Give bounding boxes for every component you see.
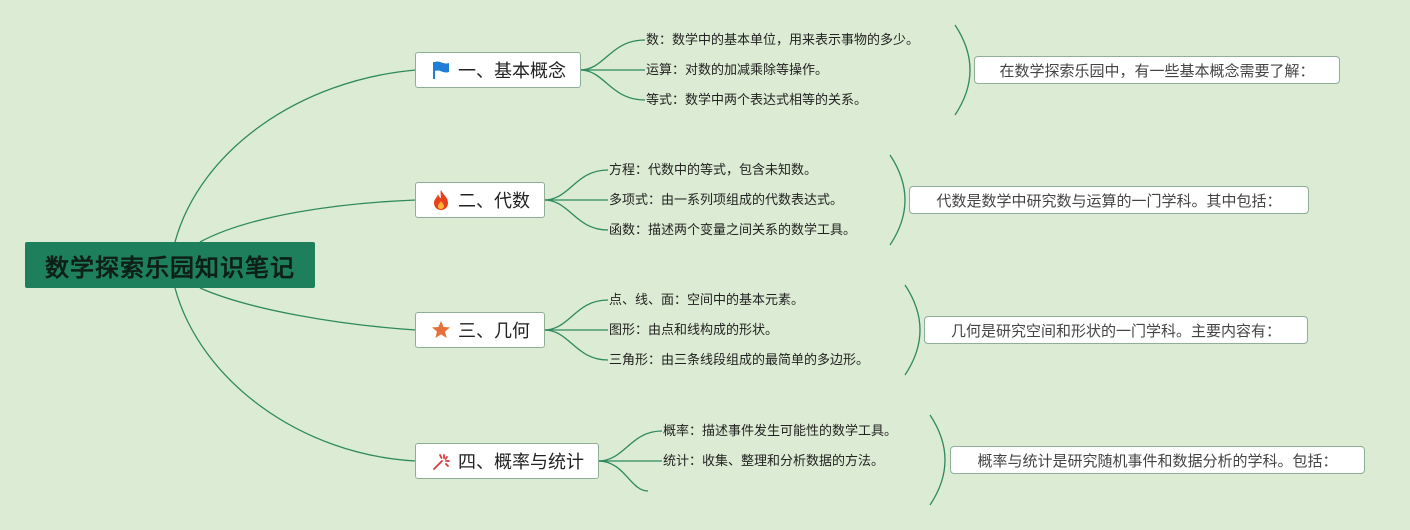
leaf-item[interactable]: 运算：对数的加减乘除等操作。 [646,63,829,78]
leaf-item[interactable]: 方程：代数中的等式，包含未知数。 [609,163,818,178]
branch-basic-concepts[interactable]: 一、基本概念 [415,52,581,88]
star-icon [430,319,452,341]
connector-b3-leaf-3 [543,329,609,361]
connector-root-branch-4 [174,287,417,462]
summary-text: 代数是数学中研究数与运算的一门学科。其中包括： [936,191,1282,210]
summary-text: 概率与统计是研究随机事件和数据分析的学科。包括： [977,451,1338,470]
fireworks-icon [430,450,452,472]
connector-b3-leaf-1 [543,299,609,331]
bracket-b1 [954,24,971,116]
summary-basic-concepts[interactable]: 在数学探索乐园中，有一些基本概念需要了解： [974,56,1340,84]
root-topic[interactable]: 数学探索乐园知识笔记 [25,242,315,288]
leaf-item[interactable]: 等式：数学中两个表达式相等的关系。 [646,93,868,108]
flag-icon [430,59,452,81]
branch-label: 四、概率与统计 [458,452,584,473]
summary-algebra[interactable]: 代数是数学中研究数与运算的一门学科。其中包括： [909,186,1309,214]
summary-text: 在数学探索乐园中，有一些基本概念需要了解： [999,61,1315,80]
connector-b2-leaf-1 [543,169,609,201]
leaf-item[interactable]: 点、线、面：空间中的基本元素。 [609,293,805,308]
connector-b2-leaf-3 [543,199,609,231]
summary-probability-statistics[interactable]: 概率与统计是研究随机事件和数据分析的学科。包括： [950,446,1365,474]
connector-root-branch-3 [199,287,417,331]
bracket-b2 [889,154,906,246]
branch-label: 二、代数 [458,191,530,212]
connector-b4-leaf-3 [597,460,649,492]
fire-icon [430,189,452,211]
branch-probability-statistics[interactable]: 四、概率与统计 [415,443,599,479]
branch-algebra[interactable]: 二、代数 [415,182,545,218]
connector-root-branch-2 [199,199,417,243]
connector-b4-leaf-1 [597,430,663,462]
summary-geometry[interactable]: 几何是研究空间和形状的一门学科。主要内容有： [924,316,1308,344]
bracket-b3 [904,284,921,376]
leaf-item[interactable]: 图形：由点和线构成的形状。 [609,323,779,338]
leaf-item[interactable]: 多项式：由一系列项组成的代数表达式。 [609,193,844,208]
leaf-item[interactable]: 概率：描述事件发生可能性的数学工具。 [663,424,898,439]
connector-b1-leaf-1 [579,39,646,71]
connector-b1-leaf-3 [579,69,646,101]
leaf-item[interactable]: 数：数学中的基本单位，用来表示事物的多少。 [646,33,920,48]
leaf-item[interactable]: 函数：描述两个变量之间关系的数学工具。 [609,223,857,238]
root-title: 数学探索乐园知识笔记 [45,253,295,282]
summary-text: 几何是研究空间和形状的一门学科。主要内容有： [950,321,1281,340]
branch-label: 一、基本概念 [458,61,566,82]
branch-label: 三、几何 [458,321,530,342]
branch-geometry[interactable]: 三、几何 [415,312,545,348]
connector-root-branch-1 [174,69,417,243]
leaf-item[interactable]: 统计：收集、整理和分析数据的方法。 [663,454,885,469]
bracket-b4 [929,414,946,506]
leaf-item[interactable]: 三角形：由三条线段组成的最简单的多边形。 [609,353,870,368]
